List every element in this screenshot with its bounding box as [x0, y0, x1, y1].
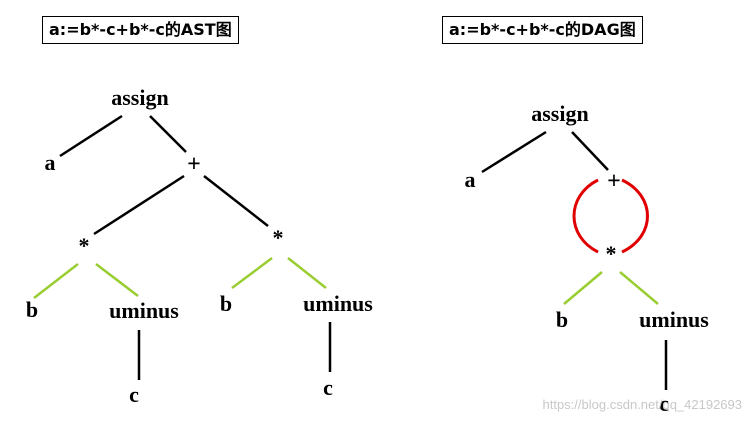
dag-node-assign: assign [531, 101, 588, 126]
dag-node-uminus: uminus [639, 307, 709, 332]
ast-node-a: a [45, 150, 56, 175]
dag-green-edges [563, 271, 659, 305]
ast-title: a:=b*-c+b*-c的AST图 [42, 16, 239, 44]
ast-edge-assign-a [59, 114, 123, 158]
dag-edges [481, 130, 668, 390]
ast-node-b-left: b [26, 297, 38, 322]
ast-node-uminus-left: uminus [109, 298, 179, 323]
watermark: https://blog.csdn.net/qq_42192693 [542, 397, 743, 412]
ast-node-assign: assign [111, 85, 168, 110]
ast-edge-star-b-left [33, 263, 79, 299]
ast-edge-plus-star-right [203, 175, 269, 227]
ast-node-star-right: * [273, 225, 284, 250]
ast-edge-star-uminus-left [95, 263, 139, 297]
ast-node-c-right: c [323, 375, 333, 400]
ast-edge-assign-plus [149, 115, 187, 153]
dag-arc-right [621, 178, 649, 254]
ast-node-c-left: c [129, 382, 139, 407]
dag-edge-star-uminus [619, 271, 659, 305]
ast-node-plus: + [187, 152, 201, 178]
ast-edge-star-uminus-right [287, 257, 327, 289]
dag-node-plus: + [607, 169, 621, 195]
ast-edge-star-b-right [231, 257, 273, 289]
ast-node-b-right: b [220, 291, 232, 316]
ast-edge-plus-star-left [93, 174, 185, 236]
dag-edge-assign-plus [571, 131, 609, 171]
ast-node-uminus-right: uminus [303, 291, 373, 316]
ast-node-star-left: * [79, 233, 90, 258]
dag-arc-left [572, 178, 599, 254]
dag-node-c: c [659, 391, 669, 416]
dag-edge-assign-a [481, 130, 547, 174]
ast-green-edges [33, 257, 327, 299]
dag-red-arcs [572, 178, 649, 254]
ast-edges [59, 114, 332, 380]
dag-node-star: * [606, 241, 617, 266]
dag-node-a: a [465, 167, 476, 192]
dag-title: a:=b*-c+b*-c的DAG图 [442, 16, 643, 44]
dag-node-b: b [556, 307, 568, 332]
dag-edge-star-b [563, 271, 603, 305]
